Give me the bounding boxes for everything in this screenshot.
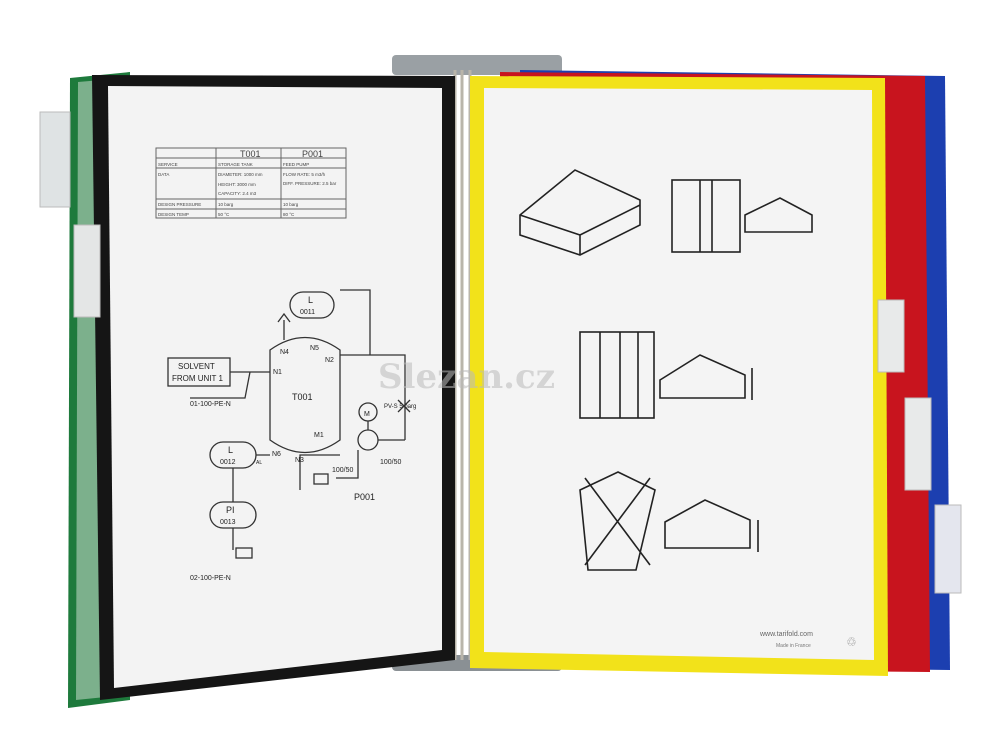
label: T001 [292,392,313,402]
yellow-panel-tab[interactable] [877,299,905,373]
label: N4 [280,349,289,356]
label: AL [256,460,262,466]
cell: DIFF. PRESSURE: 2.5 bar [283,181,337,186]
label: 100/50 [380,459,402,466]
label: PV-S 5 barg [384,404,416,410]
label: 100/50 [332,467,354,474]
label: N5 [310,345,319,352]
label: FROM UNIT 1 [172,374,224,383]
row-label: SERVICE [158,162,178,167]
watermark: Slezan.cz [378,357,555,397]
tank-symbol [269,337,341,453]
label: N1 [273,369,282,376]
cell: HEIGHT: 3000 mm [218,182,256,187]
label: L [228,445,233,455]
green-panel-tab[interactable] [39,111,71,208]
technical-drawings [519,169,813,571]
label: N6 [272,451,281,458]
label: L [308,295,313,305]
label: 02-100-PE-N [190,575,231,582]
recycle-icon: ♲ [846,635,857,649]
label: PI [226,505,235,515]
blue-panel-tab[interactable] [934,504,962,594]
cell: STORAGE TANK [218,162,253,167]
label: N2 [325,357,334,364]
pid-diagram [167,289,411,559]
left-pocket-sheet [108,86,442,688]
cell: 80 °C [283,212,295,217]
cell: FLOW RATE: 5 m3/h [283,172,326,177]
label: 0012 [220,459,236,466]
made-in-label: Made in France [776,643,811,649]
row-label: DESIGN PRESSURE [158,202,201,207]
label: 0013 [220,519,236,526]
equipment-table [155,147,347,219]
brand-url: www.tarifold.com [759,631,813,638]
label: 0011 [300,309,315,316]
label: SOLVENT [178,362,215,371]
label: 01-100-PE-N [190,401,231,408]
cell: CAPACITY: 2.4 m3 [218,191,257,196]
cell: 50 °C [218,212,230,217]
row-label: DATA [158,172,169,177]
cell: FEED PUMP [283,162,309,167]
red-panel-tab[interactable] [904,397,932,491]
black-panel-tab[interactable] [73,224,101,318]
cell: DIAMETER: 1000 mm [218,172,263,177]
label: N3 [295,457,304,464]
right-pocket-sheet [484,88,874,660]
label: M [364,411,370,418]
row-label: DESIGN TEMP [158,212,189,217]
table-header-t001: T001 [240,149,261,159]
table-header-p001: P001 [302,149,323,159]
cell: 10 barg [218,202,234,207]
label: P001 [354,492,375,502]
mount-rail-top [392,55,562,75]
label: M1 [314,432,324,439]
cell: 10 barg [283,202,299,207]
